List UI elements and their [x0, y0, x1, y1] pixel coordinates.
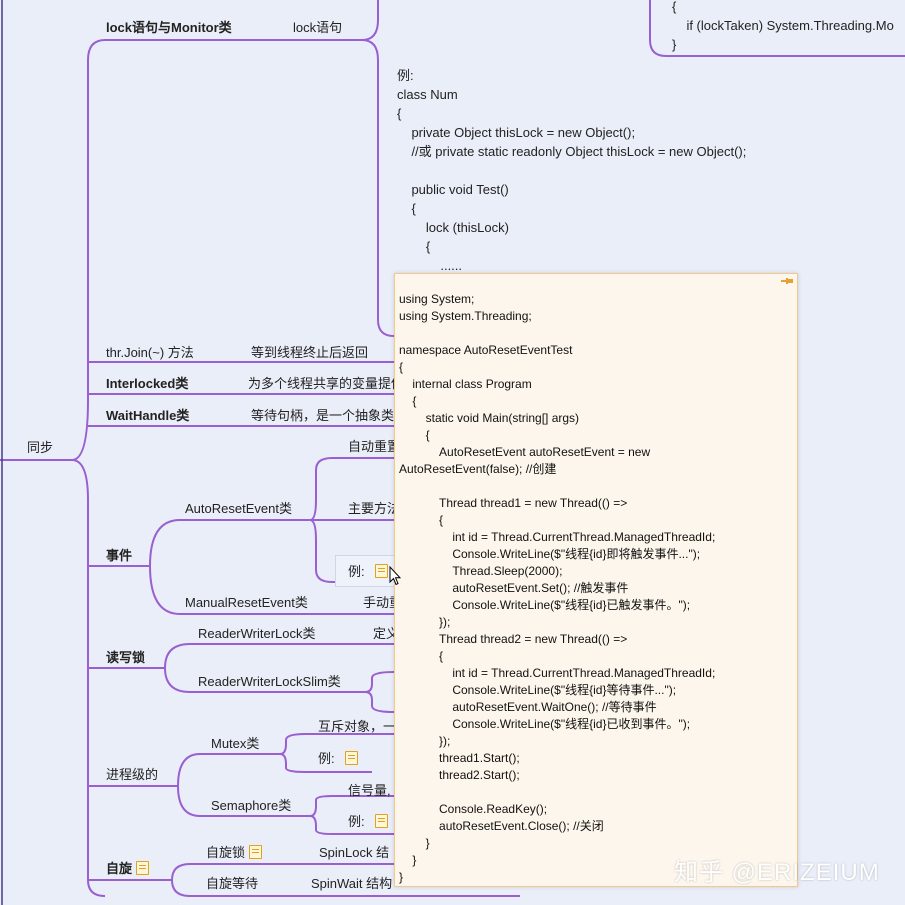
code-line: } — [672, 37, 677, 52]
node-readerwriterlockslim[interactable]: ReaderWriterLockSlim类 — [198, 674, 341, 689]
node-thread-join-desc[interactable]: 等到线程终止后返回 — [251, 345, 369, 360]
node-manualresetevent[interactable]: ManualResetEvent类 — [185, 595, 308, 610]
node-semaphore-desc[interactable]: 信号量, — [348, 783, 391, 798]
note-icon[interactable] — [374, 814, 388, 828]
example-label: 例: — [318, 751, 335, 766]
example-label: 例: — [348, 564, 365, 579]
node-waithandle-desc[interactable]: 等待句柄，是一个抽象类 — [251, 408, 395, 423]
code-line: { — [672, 0, 677, 14]
node-readerwriterlock-desc[interactable]: 定义 — [373, 626, 400, 641]
watermark: 知乎 @ERIZEIUM — [674, 859, 880, 886]
node-autoreset-auto[interactable]: 自动重置 — [348, 439, 401, 454]
code-snippet-top: { if (lockTaken) System.Threading.Mo } — [672, 0, 894, 54]
note-icon[interactable] — [344, 751, 358, 765]
node-waithandle[interactable]: WaitHandle类 — [106, 408, 190, 423]
node-spinlock-desc[interactable]: SpinLock 结 — [319, 845, 390, 860]
note-icon[interactable] — [374, 564, 388, 578]
mouse-cursor-icon — [389, 566, 401, 586]
tooltip-code-text: using System; using System.Threading; na… — [399, 292, 716, 884]
note-icon[interactable] — [249, 845, 263, 859]
node-spin[interactable]: 自旋 — [106, 861, 150, 877]
node-autoreset-methods[interactable]: 主要方法 — [348, 501, 401, 516]
node-mutex-example[interactable]: 例: — [318, 751, 358, 767]
code-line: if (lockTaken) System.Threading.Mo — [672, 18, 894, 33]
code-snippet-lock: 例: class Num { private Object thisLock =… — [397, 68, 747, 273]
node-spinwait-desc[interactable]: SpinWait 结构 — [311, 876, 393, 891]
node-mutex[interactable]: Mutex类 — [211, 736, 260, 751]
node-semaphore[interactable]: Semaphore类 — [211, 798, 292, 813]
node-lock-statement[interactable]: lock语句 — [293, 20, 343, 35]
spin-label: 自旋 — [106, 861, 133, 876]
node-lock-monitor[interactable]: lock语句与Monitor类 — [106, 20, 232, 35]
node-mutex-desc[interactable]: 互斥对象，一 — [318, 719, 397, 734]
node-process-level[interactable]: 进程级的 — [106, 767, 159, 782]
node-interlocked-desc[interactable]: 为多个线程共享的变量提供 — [248, 376, 405, 391]
node-autoresetevent[interactable]: AutoResetEvent类 — [185, 501, 292, 516]
node-spinwait[interactable]: 自旋等待 — [206, 876, 259, 891]
spinlock-label: 自旋锁 — [206, 845, 246, 860]
node-thread-join[interactable]: thr.Join(~) 方法 — [106, 345, 194, 360]
node-spinlock[interactable]: 自旋锁 — [206, 845, 263, 861]
node-readerwriterlock[interactable]: ReaderWriterLock类 — [198, 626, 316, 641]
note-icon[interactable] — [136, 861, 150, 875]
node-manualreset-desc[interactable]: 手动重 — [363, 595, 403, 610]
code-tooltip-popup[interactable]: using System; using System.Threading; na… — [394, 273, 798, 887]
node-interlocked[interactable]: Interlocked类 — [106, 376, 189, 391]
root-node[interactable]: 同步 — [27, 440, 54, 455]
node-rwlock[interactable]: 读写锁 — [106, 650, 146, 665]
node-semaphore-example[interactable]: 例: — [348, 814, 388, 830]
node-autoreset-example[interactable]: 例: — [348, 564, 388, 580]
example-label: 例: — [348, 814, 365, 829]
pin-icon[interactable] — [781, 278, 793, 284]
node-events[interactable]: 事件 — [106, 548, 133, 563]
